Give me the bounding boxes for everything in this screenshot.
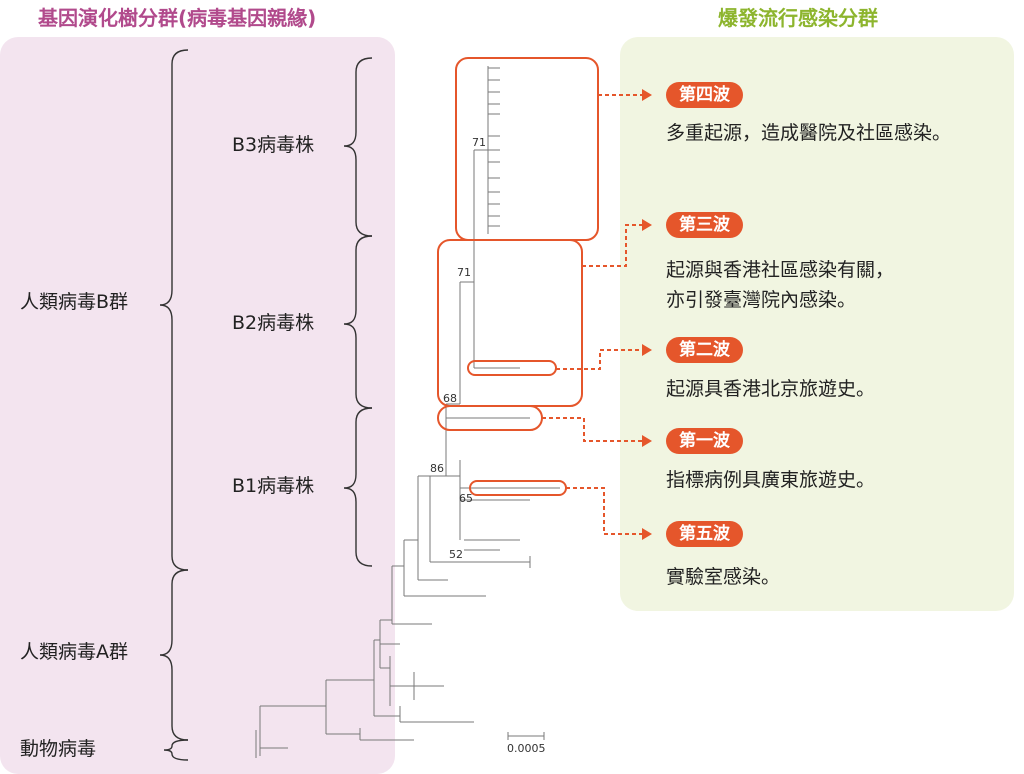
outbreak-header: 爆發流行感染分群 bbox=[718, 6, 878, 30]
wave-1-badge: 第一波 bbox=[666, 428, 743, 454]
tree-branches bbox=[255, 66, 560, 758]
brace-animal bbox=[163, 739, 189, 761]
bootstrap-68: 68 bbox=[443, 392, 457, 405]
strain-b2-label: B2病毒株 bbox=[232, 312, 315, 334]
bootstrap-b2: 71 bbox=[457, 266, 471, 279]
phylogeny-header: 基因演化樹分群(病毒基因親緣) bbox=[38, 6, 317, 30]
bootstrap-65: 65 bbox=[459, 492, 473, 505]
bootstrap-86: 86 bbox=[430, 462, 444, 475]
outbreak-panel bbox=[620, 37, 1014, 611]
connector-wave-2 bbox=[556, 349, 642, 370]
strain-b3-label: B3病毒株 bbox=[232, 134, 315, 156]
wave-2-description: 起源具香港北京旅遊史。 bbox=[666, 378, 876, 400]
wave-5-badge: 第五波 bbox=[666, 521, 743, 547]
wave-4-badge: 第四波 bbox=[666, 82, 743, 108]
box-wave-4 bbox=[455, 57, 599, 241]
brace-human-b bbox=[159, 49, 189, 571]
wave-5-description: 實驗室感染。 bbox=[666, 566, 781, 588]
strain-b1-label: B1病毒株 bbox=[232, 475, 315, 497]
scale-bar-label: 0.0005 bbox=[507, 742, 546, 755]
group-animal-label: 動物病毒 bbox=[20, 738, 97, 760]
brace-b1 bbox=[343, 407, 373, 567]
group-human-a-label: 人類病毒A群 bbox=[20, 641, 128, 663]
phylogeny-panel bbox=[0, 37, 395, 774]
bootstrap-52: 52 bbox=[449, 548, 463, 561]
wave-1-description: 指標病例具廣東旅遊史。 bbox=[666, 469, 876, 491]
connector-wave-3 bbox=[582, 224, 642, 267]
group-human-b-label: 人類病毒B群 bbox=[20, 291, 129, 313]
brace-human-a bbox=[159, 569, 189, 741]
wave-3-description-line2: 亦引發臺灣院內感染。 bbox=[666, 289, 857, 311]
connector-wave-5 bbox=[566, 487, 642, 535]
brace-b2 bbox=[343, 235, 373, 409]
wave-2-badge: 第二波 bbox=[666, 337, 743, 363]
brace-b3 bbox=[343, 57, 373, 237]
wave-3-description-line1: 起源與香港社區感染有關， bbox=[666, 259, 895, 281]
bootstrap-b3: 71 bbox=[472, 136, 486, 149]
connector-wave-1 bbox=[542, 417, 642, 442]
wave-3-badge: 第三波 bbox=[666, 212, 743, 238]
wave-4-description: 多重起源，造成醫院及社區感染。 bbox=[666, 122, 952, 144]
